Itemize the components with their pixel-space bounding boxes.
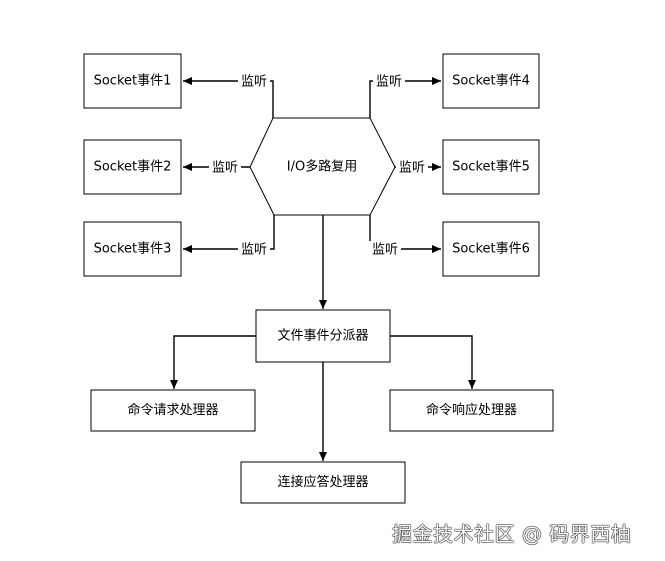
command-response-handler-node: 命令响应处理器 (389, 389, 554, 432)
socket-event-4-label: Socket事件4 (452, 74, 530, 89)
dispatcher-label: 文件事件分派器 (277, 329, 368, 344)
connection-accept-handler-label: 连接应答处理器 (277, 474, 368, 490)
socket-event-3-node: Socket事件3 (83, 221, 182, 277)
edge-dispatcher-to-response-handler (390, 335, 476, 389)
edge-label-3: 监听 (238, 241, 270, 258)
socket-event-2-label: Socket事件2 (94, 160, 172, 175)
edge-listen-socket-1 (183, 77, 274, 118)
watermark-text: 掘金技术社区 @ 码界西柚 (392, 522, 632, 546)
command-request-handler-node: 命令请求处理器 (90, 389, 256, 432)
edge-label-4: 监听 (373, 73, 405, 90)
listen-label-3: 监听 (241, 243, 267, 258)
socket-event-5-label: Socket事件5 (452, 160, 530, 175)
listen-label-5: 监听 (399, 161, 425, 176)
edge-label-5: 监听 (396, 159, 428, 176)
socket-event-1-node: Socket事件1 (83, 53, 182, 109)
edge-listen-socket-4 (369, 77, 441, 118)
socket-event-5-node: Socket事件5 (442, 139, 540, 195)
socket-event-4-node: Socket事件4 (442, 53, 540, 109)
socket-event-6-node: Socket事件6 (442, 221, 540, 277)
socket-event-3-label: Socket事件3 (94, 242, 172, 257)
edge-label-6: 监听 (369, 241, 401, 258)
edge-label-1: 监听 (238, 73, 270, 90)
socket-event-6-label: Socket事件6 (452, 242, 530, 257)
socket-event-2-node: Socket事件2 (83, 139, 182, 195)
listen-label-1: 监听 (241, 75, 267, 90)
connection-accept-handler-node: 连接应答处理器 (240, 461, 406, 504)
edge-label-2: 监听 (209, 159, 241, 176)
listen-label-6: 监听 (372, 243, 398, 258)
io-multiplexing-node: I/O多路复用 (249, 117, 396, 216)
command-response-handler-label: 命令响应处理器 (426, 402, 517, 418)
socket-event-1-label: Socket事件1 (94, 74, 172, 89)
command-request-handler-label: 命令请求处理器 (127, 402, 218, 418)
edge-dispatcher-to-request-handler (170, 335, 256, 389)
dispatcher-node: 文件事件分派器 (255, 309, 391, 363)
listen-label-2: 监听 (212, 161, 238, 176)
io-multiplexing-label: I/O多路复用 (287, 159, 357, 175)
edge-listen-socket-3 (183, 215, 275, 253)
listen-label-4: 监听 (376, 75, 402, 90)
